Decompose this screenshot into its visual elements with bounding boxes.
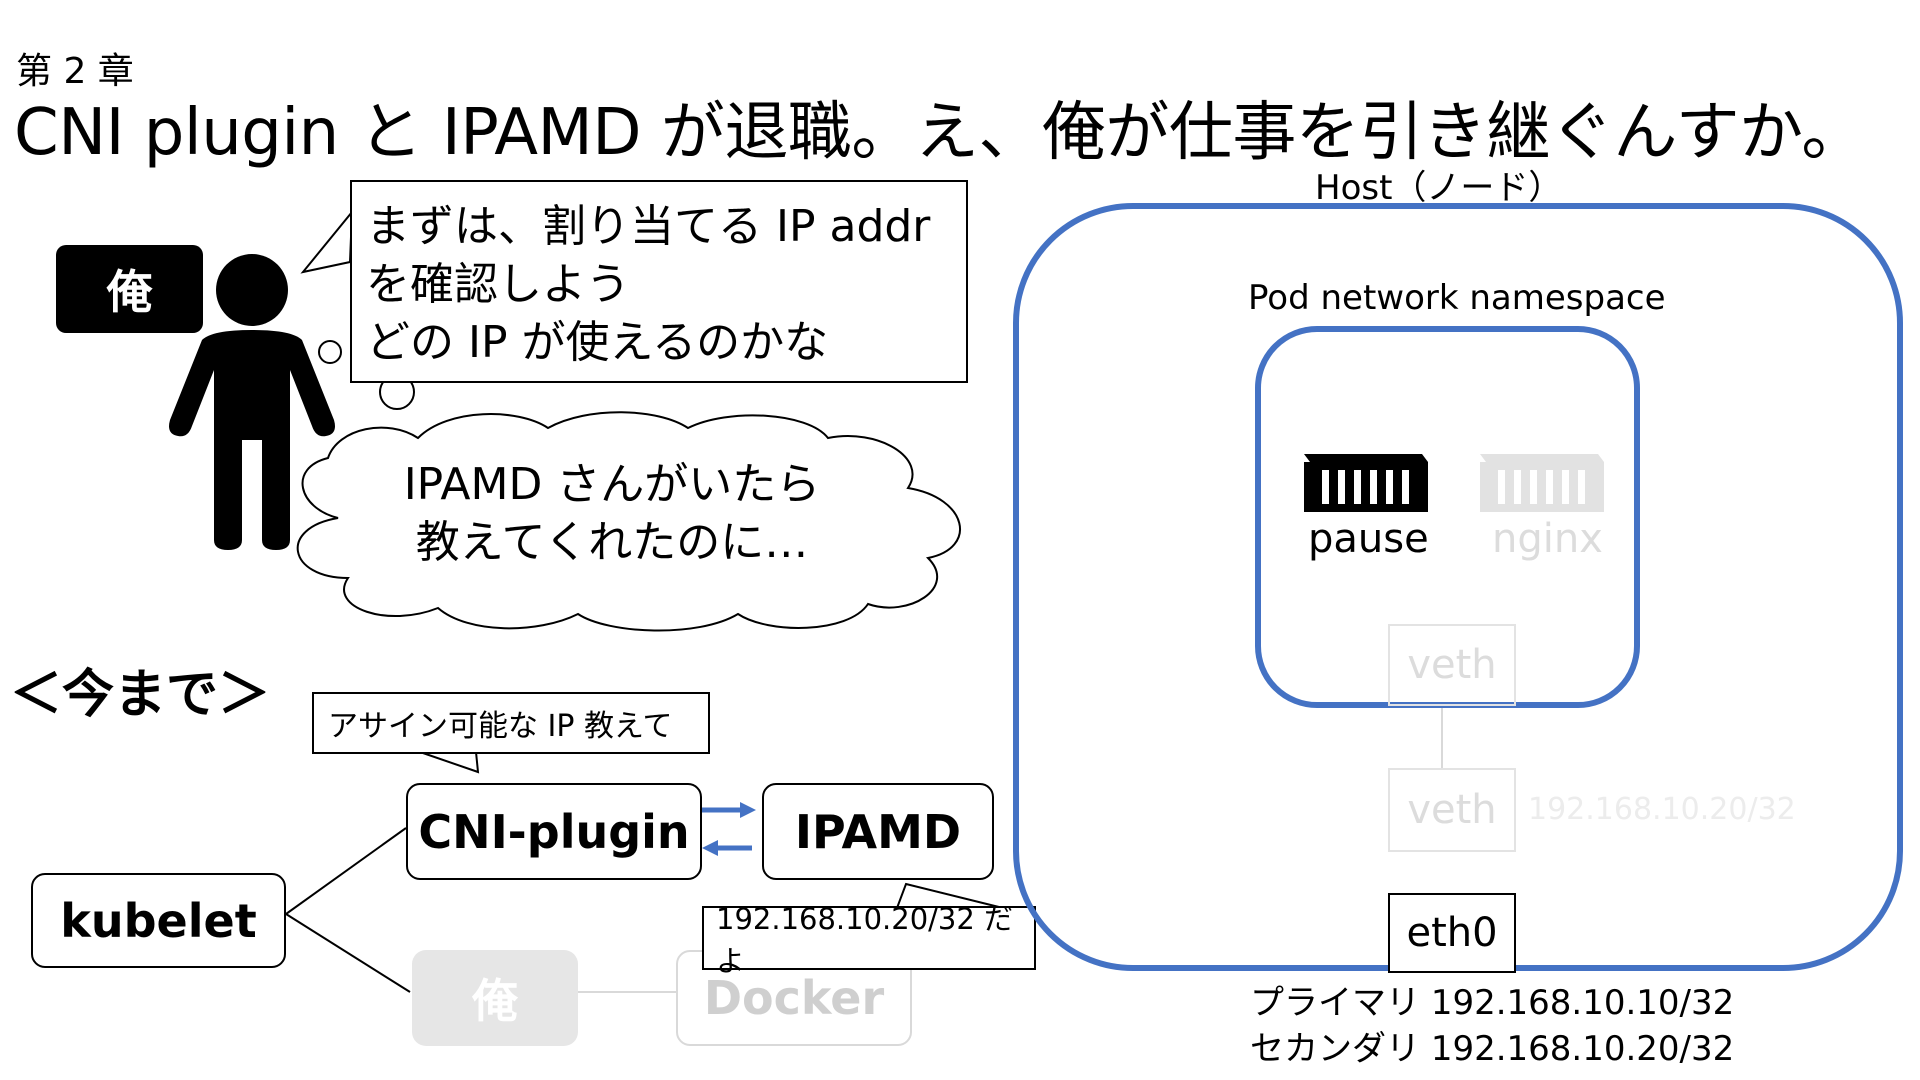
host-label: Host（ノード） [1315,168,1563,208]
container-label-pause: pause [1308,516,1429,562]
request-callout-text: アサイン可能な IP 教えて [328,709,673,744]
cloud-bubble [296,411,961,632]
thought-line: どの IP が使えるのかな [366,317,829,368]
chapter-label: 第 2 章 [16,51,134,92]
thought-line: まずは、割り当てる IP addr [366,201,931,252]
ip-row-primary: プライマリ 192.168.10.10/32 [1250,980,1734,1026]
ip-list: プライマリ 192.168.10.10/32 セカンダリ 192.168.10.… [1250,980,1734,1072]
cni-plugin-node: CNI-plugin [406,783,702,880]
container-label-nginx: nginx [1492,516,1603,562]
ip-row-secondary: セカンダリ 192.168.10.20/32 [1250,1026,1734,1072]
ipamd-node: IPAMD [762,783,994,880]
eth0-interface: eth0 [1388,893,1516,973]
person-icon [169,254,335,550]
veth-host-ip: 192.168.10.20/32 [1528,792,1796,827]
veth-pod: veth [1388,624,1516,706]
ip-kind: セカンダリ [1250,1029,1420,1069]
section-heading: ＜今まで＞ [10,665,271,725]
thought-line: を確認しよう [366,259,630,310]
container-icon [1304,454,1428,512]
ore-faded-node: 俺 [412,950,578,1046]
kubelet-node: kubelet [31,873,286,968]
cloud-line: IPAMD さんがいたら [403,459,821,510]
page-title: CNI plugin と IPAMD が退職。え、俺が仕事を引き継ぐんすか。 [14,96,1865,170]
cloud-line: 教えてくれたのに… [415,517,809,568]
ip-kind: プライマリ [1250,983,1420,1023]
thought-bubble: まずは、割り当てる IP addr を確認しよう どの IP が使えるのかな [350,180,968,383]
veth-host: veth [1388,768,1516,852]
container-icon [1480,454,1604,512]
cloud-text: IPAMD さんがいたら 教えてくれたのに… [362,456,862,572]
ore-tag: 俺 [56,245,203,333]
pod-namespace-label: Pod network namespace [1248,278,1666,318]
request-callout: アサイン可能な IP 教えて [312,692,710,754]
ip-address: 192.168.10.20/32 [1430,1029,1735,1069]
ip-address: 192.168.10.10/32 [1430,983,1735,1023]
response-callout: 192.168.10.20/32 だよ [702,902,1036,978]
response-callout-text: 192.168.10.20/32 だよ [716,902,1014,978]
